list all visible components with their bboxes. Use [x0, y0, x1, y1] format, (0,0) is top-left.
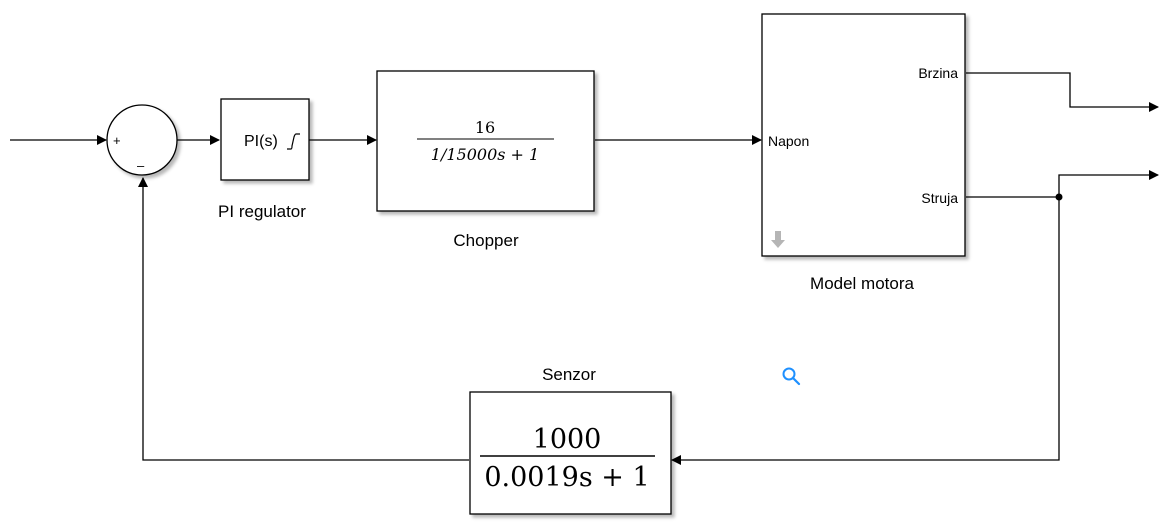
chopper-numerator: 16: [475, 118, 495, 137]
pi-regulator-block[interactable]: PI(s): [220, 98, 310, 181]
sum-plus-sign: +: [113, 133, 121, 148]
branch-point: [1055, 193, 1063, 201]
saturation-icon: [287, 133, 300, 150]
sum-minus-sign: –: [137, 158, 145, 173]
signal-lines: [10, 72, 1159, 465]
chopper-denominator: 1/15000s + 1: [431, 145, 539, 164]
chopper-block[interactable]: 16 1/15000s + 1: [376, 70, 595, 212]
sensor-denominator: 0.0019s + 1: [484, 462, 649, 493]
pi-regulator-caption: PI regulator: [218, 202, 306, 221]
sensor-numerator: 1000: [533, 424, 602, 455]
feedback-to-sensor-line[interactable]: [671, 197, 1060, 465]
brzina-output-line[interactable]: [966, 72, 1159, 112]
down-arrow-icon[interactable]: [771, 231, 785, 248]
struja-output-line[interactable]: [966, 170, 1159, 198]
port-struja: Struja: [921, 190, 958, 206]
sensor-caption: Senzor: [542, 365, 596, 384]
sum-block[interactable]: + –: [106, 104, 178, 176]
port-napon: Napon: [768, 133, 809, 149]
sensor-block[interactable]: 1000 0.0019s + 1: [469, 391, 672, 515]
sensor-to-sum-line[interactable]: [138, 177, 469, 461]
magnifier-icon[interactable]: [782, 367, 801, 386]
port-brzina: Brzina: [918, 65, 958, 81]
pi-block-content: PI(s): [244, 133, 278, 150]
chopper-caption: Chopper: [453, 231, 519, 250]
motor-model-block[interactable]: Napon Brzina Struja: [761, 13, 966, 257]
motor-model-caption: Model motora: [810, 274, 914, 293]
